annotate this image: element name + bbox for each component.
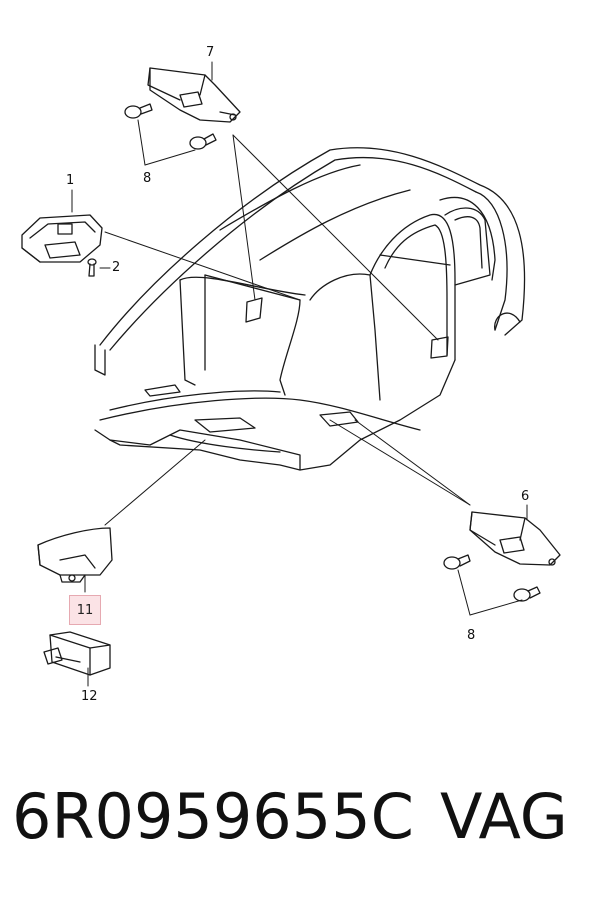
callout-12: 12	[81, 689, 98, 704]
control-unit-11	[37, 527, 113, 583]
crash-sensor-1	[21, 214, 103, 263]
callout-11-highlight: 11	[69, 595, 101, 625]
callout-1: 1	[66, 173, 75, 188]
callout-2: 2	[112, 260, 121, 275]
callout-8-top: 8	[143, 171, 152, 186]
control-unit-12	[43, 631, 111, 676]
bolt-8-top	[124, 103, 217, 150]
brand-label: VAG	[440, 780, 568, 853]
callout-6: 6	[521, 489, 530, 504]
bolt-8-bottom	[443, 554, 541, 602]
bolt-2	[87, 258, 97, 277]
crash-sensor-7	[147, 67, 241, 123]
leader-lines	[71, 61, 528, 687]
part-number: 6R0959655C	[12, 780, 414, 853]
callout-7: 7	[206, 45, 215, 60]
exploded-parts-diagram	[21, 61, 561, 687]
crash-sensor-6	[469, 511, 561, 566]
car-body-shell	[94, 147, 526, 471]
callout-8-bottom: 8	[467, 628, 476, 643]
callout-11: 11	[76, 602, 94, 618]
